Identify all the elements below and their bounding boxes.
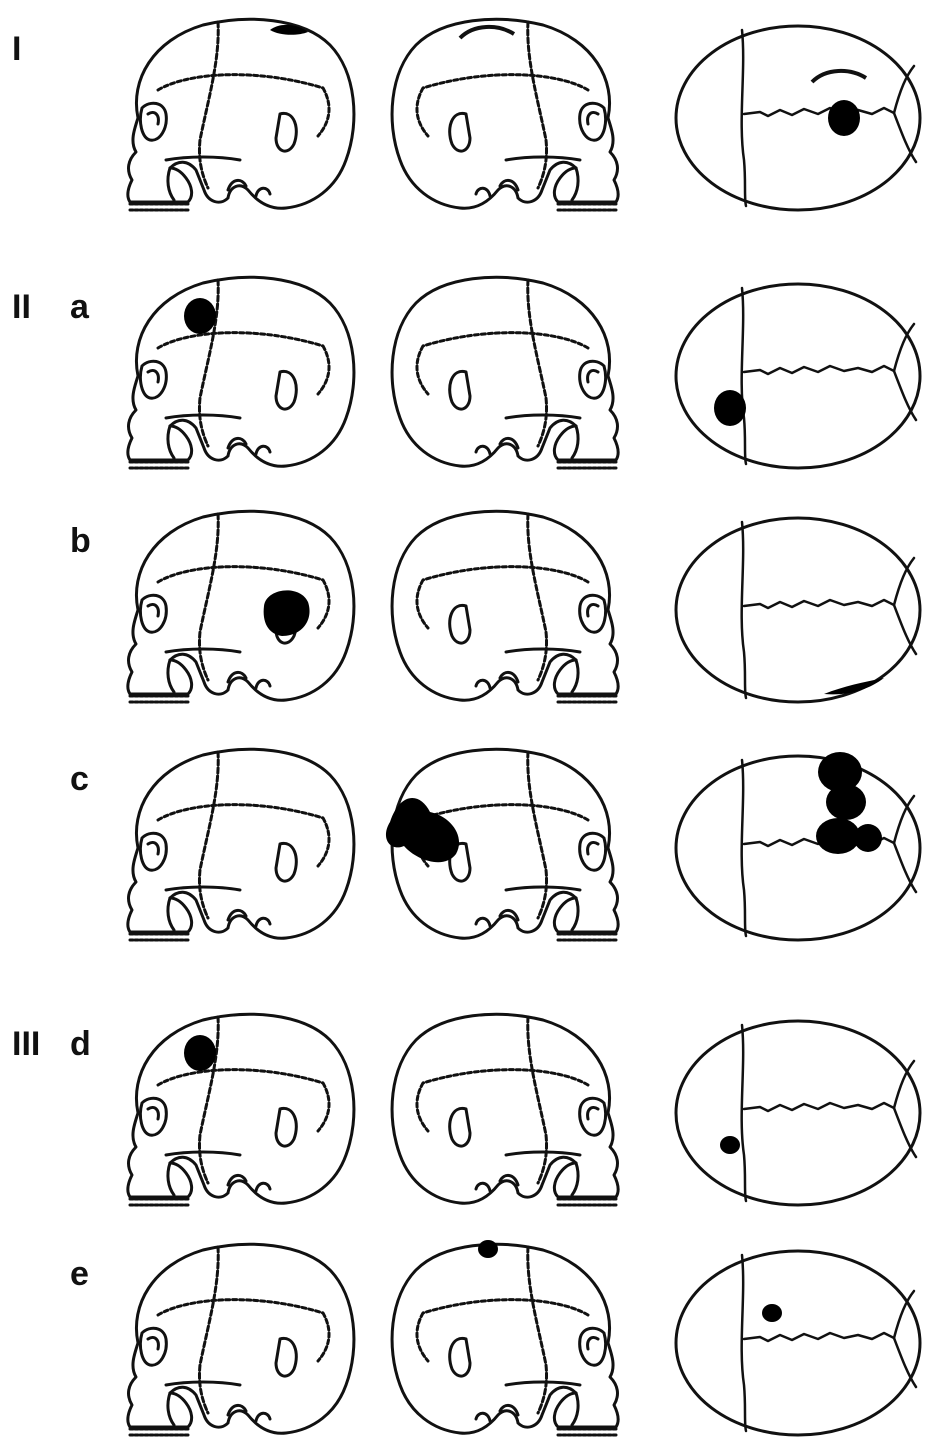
skull-drawing (108, 502, 368, 717)
skull-left-lateral-view (108, 268, 368, 483)
subgroup-label: a (70, 290, 89, 324)
skull-outline (128, 1244, 354, 1435)
skull-outline (392, 19, 618, 210)
subgroup-label: c (70, 762, 89, 796)
skull-left-lateral-view (108, 10, 368, 225)
skull-outline (128, 749, 354, 940)
skull-superior-view (668, 1235, 927, 1450)
skull-drawing (108, 1005, 368, 1220)
skull-right-lateral-view (378, 1235, 638, 1450)
lesion-dot-small (478, 1240, 498, 1258)
lesion-dot-small (720, 1136, 740, 1154)
skull-superior-view (668, 10, 927, 225)
skull-outline (392, 511, 618, 702)
skull-outline (128, 1014, 354, 1205)
skull-outline (128, 277, 354, 468)
subgroup-label: e (70, 1257, 89, 1291)
skull-superior-view (668, 740, 927, 955)
skull-outline (676, 518, 920, 702)
lesion-cluster (816, 752, 882, 854)
group-label: I (12, 32, 21, 66)
skull-drawing (668, 10, 927, 225)
subgroup-label: d (70, 1027, 91, 1061)
skull-right-lateral-view (378, 10, 638, 225)
subgroup-label: b (70, 524, 91, 558)
skull-outline (676, 26, 920, 210)
skull-drawing (378, 502, 638, 717)
skull-left-lateral-view (108, 740, 368, 955)
skull-superior-view (668, 1005, 927, 1220)
skull-superior-view (668, 502, 927, 717)
skull-drawing (378, 268, 638, 483)
lesion-dot-small (762, 1304, 782, 1322)
skull-drawing (108, 268, 368, 483)
lesion-arc (460, 27, 514, 38)
skull-drawing (668, 740, 927, 955)
skull-outline (128, 19, 354, 210)
skull-outline (676, 284, 920, 468)
lesion-dot (714, 390, 746, 426)
skull-left-lateral-view (108, 502, 368, 717)
skull-drawing (668, 1235, 927, 1450)
skull-drawing (108, 1235, 368, 1450)
skull-right-lateral-view (378, 740, 638, 955)
skull-superior-view (668, 268, 927, 483)
skull-left-lateral-view (108, 1235, 368, 1450)
group-label: III (12, 1027, 40, 1061)
skull-drawing (108, 10, 368, 225)
skull-outline (676, 1251, 920, 1435)
lesion-sliver (824, 678, 884, 694)
skull-right-lateral-view (378, 502, 638, 717)
skull-outline (128, 511, 354, 702)
skull-drawing (108, 740, 368, 955)
skull-drawing (668, 502, 927, 717)
skull-right-lateral-view (378, 268, 638, 483)
skull-drawing (668, 1005, 927, 1220)
group-label: II (12, 290, 31, 324)
skull-drawing (378, 740, 638, 955)
skull-drawing (378, 1005, 638, 1220)
skull-right-lateral-view (378, 1005, 638, 1220)
lesion-dot-large (264, 590, 310, 636)
skull-outline (392, 1014, 618, 1205)
skull-outline (676, 756, 920, 940)
lesion-dot (184, 1035, 216, 1071)
skull-outline (392, 277, 618, 468)
skull-outline (392, 1244, 618, 1435)
lesion-arc (812, 71, 866, 82)
skull-outline (676, 1021, 920, 1205)
lesion-dot (828, 100, 860, 136)
skull-drawing (378, 1235, 638, 1450)
skull-drawing (668, 268, 927, 483)
lesion-dot (184, 298, 216, 334)
skull-drawing (378, 10, 638, 225)
skull-left-lateral-view (108, 1005, 368, 1220)
